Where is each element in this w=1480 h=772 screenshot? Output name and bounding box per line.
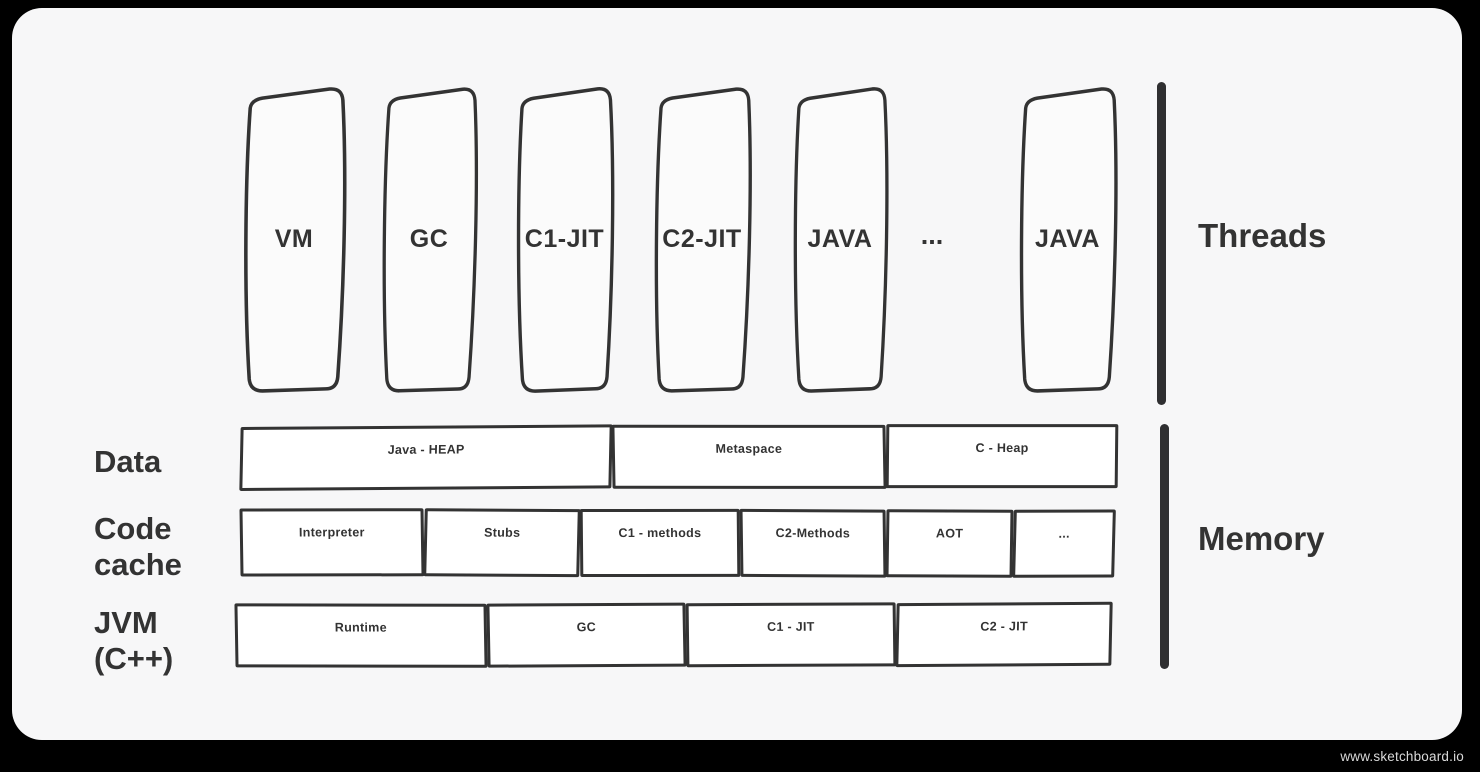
memory-cell-c2-jit[interactable]: C2 - JIT [895, 601, 1113, 668]
sketch-pill-shape [516, 87, 615, 393]
memory-cell-label: AOT [935, 526, 964, 541]
thread-box-vm[interactable]: VM [238, 80, 350, 402]
threads-ellipsis: ... [920, 220, 944, 250]
row-label-jvm-cpp: JVM (C++) [94, 605, 174, 676]
sketch-pill-shape [793, 87, 889, 393]
memory-cell-label: Runtime [334, 620, 388, 635]
memory-cell-java-heap[interactable]: Java - HEAP [239, 424, 613, 491]
memory-cell-c-heap[interactable]: C - Heap [885, 424, 1119, 489]
memory-cell-label: Java - HEAP [387, 442, 465, 457]
memory-cell-label: C1 - JIT [767, 619, 815, 634]
memory-cell-metaspace[interactable]: Metaspace [611, 424, 887, 489]
thread-label: JAVA [807, 225, 873, 254]
thread-box-c2-jit[interactable]: C2-JIT [649, 80, 755, 402]
memory-cell-label: GC [576, 620, 597, 635]
memory-cell-gc[interactable]: GC [486, 602, 687, 668]
sketch-pill-shape [654, 87, 752, 393]
memory-cell-c1-methods[interactable]: C1 - methods [579, 508, 741, 578]
thread-label: C2-JIT [662, 225, 742, 254]
memory-cell-label: Stubs [483, 525, 521, 540]
memory-row-data: Java - HEAP Metaspace C - Heap [239, 424, 1119, 491]
sketch-pill-shape [244, 87, 347, 393]
threads-section-bar [1157, 82, 1166, 405]
thread-label: GC [409, 225, 449, 254]
thread-box-gc[interactable]: GC [377, 80, 481, 402]
memory-row-jvm: Runtime GC C1 - JIT C2 - JIT [234, 601, 1113, 668]
memory-cell-stubs[interactable]: Stubs [423, 508, 581, 578]
sketch-pill-shape [382, 87, 479, 393]
thread-label: VM [274, 225, 314, 254]
thread-box-java-2[interactable]: JAVA [1014, 80, 1121, 402]
memory-cell-c2-methods[interactable]: C2-Methods [739, 508, 887, 578]
memory-cell-aot[interactable]: AOT [885, 509, 1014, 578]
threads-section-label: Threads [1198, 217, 1327, 254]
row-label-data: Data [94, 444, 162, 479]
memory-cell-label: C - Heap [975, 441, 1029, 456]
memory-section-bar [1160, 424, 1169, 669]
memory-row-code-cache: Interpreter Stubs C1 - methods C2-Method… [239, 508, 1116, 578]
memory-cell-label: Metaspace [715, 441, 783, 456]
memory-cell-label: ... [1058, 526, 1071, 541]
memory-cell-label: C2 - JIT [980, 619, 1029, 634]
memory-cell-label: C1 - methods [618, 525, 702, 541]
thread-box-java-1[interactable]: JAVA [788, 80, 892, 402]
thread-box-c1-jit[interactable]: C1-JIT [511, 80, 618, 402]
memory-section-label: Memory [1198, 520, 1325, 557]
memory-cell-label: C2-Methods [775, 526, 851, 541]
memory-cell-runtime[interactable]: Runtime [234, 603, 488, 668]
memory-cell-c1-jit[interactable]: C1 - JIT [685, 602, 897, 668]
whiteboard-canvas: VM GC C1-JIT C2-JIT JAVA ... [12, 8, 1462, 740]
thread-label: C1-JIT [524, 225, 605, 254]
memory-cell-label: Interpreter [298, 525, 365, 540]
thread-label: JAVA [1035, 225, 1100, 254]
sketchboard-watermark: www.sketchboard.io [1340, 749, 1464, 764]
memory-cell-interpreter[interactable]: Interpreter [239, 508, 425, 577]
row-label-code-cache: Code cache [94, 511, 182, 582]
memory-cell-ellipsis[interactable]: ... [1012, 509, 1116, 578]
sketch-pill-shape [1019, 87, 1118, 393]
